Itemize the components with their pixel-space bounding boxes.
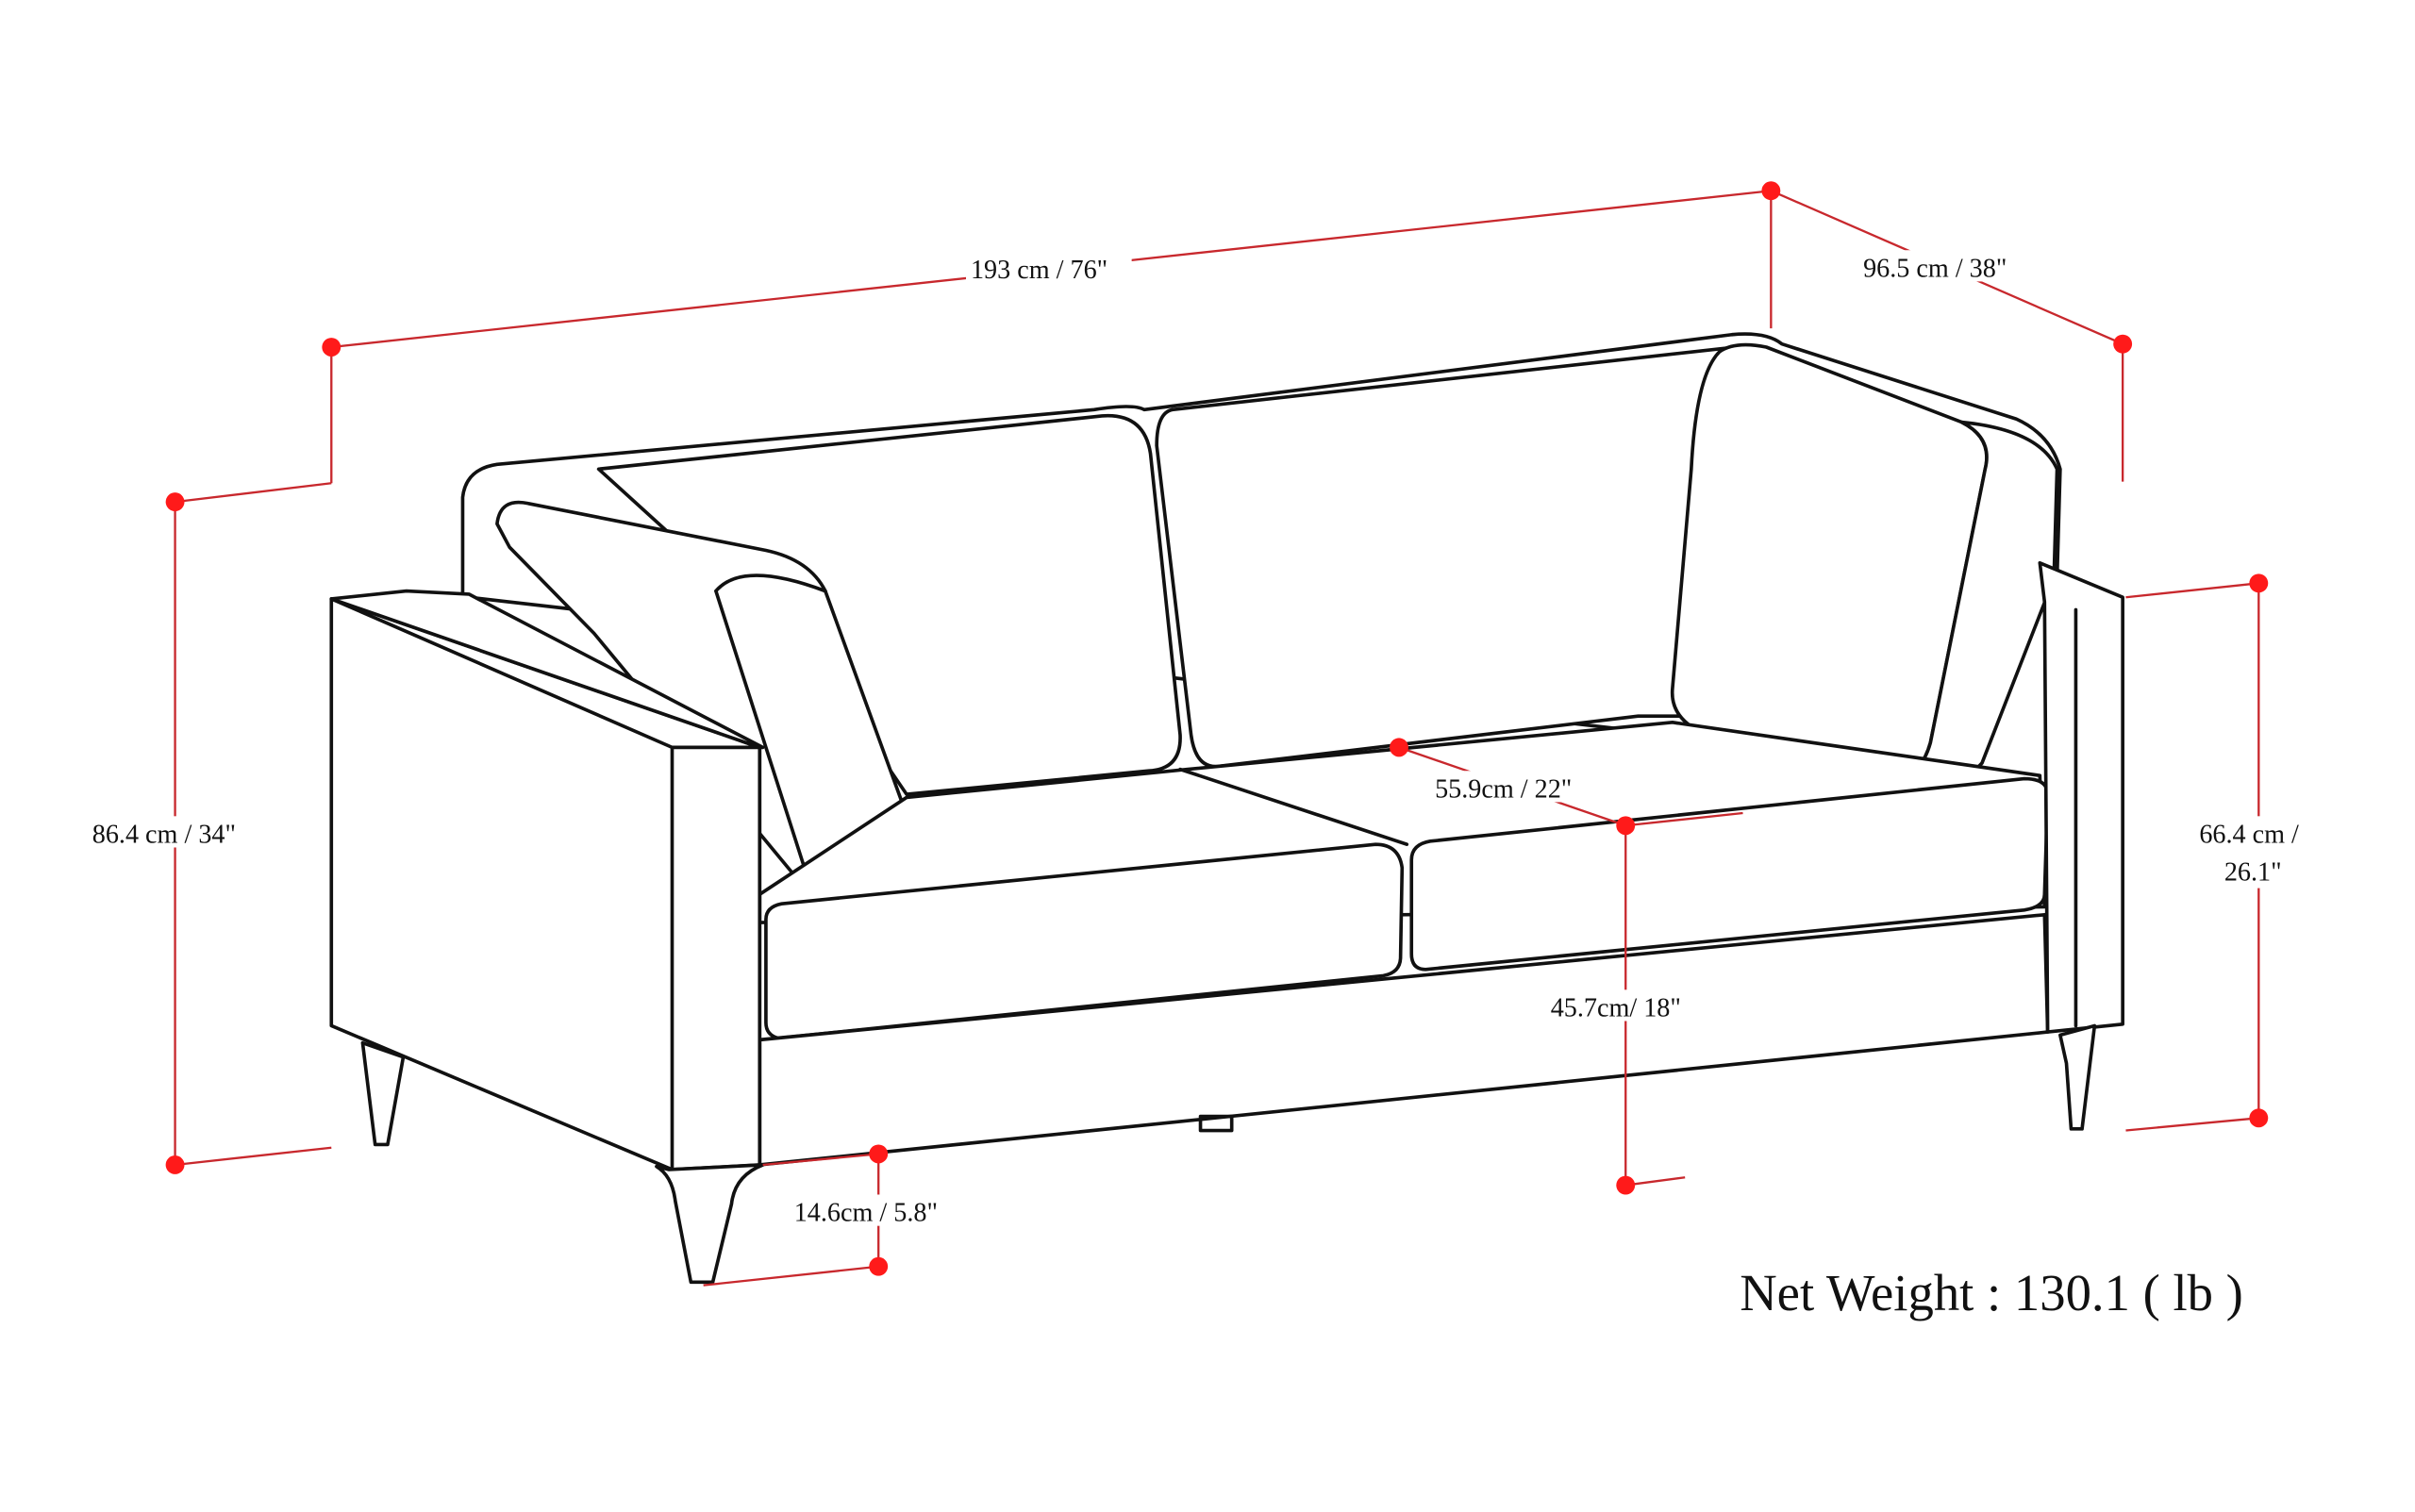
marker-width-left	[322, 338, 341, 357]
leg-front-right	[2058, 1023, 2097, 1131]
marker-arm-bottom	[2249, 1108, 2269, 1128]
dimension-markers	[165, 181, 2269, 1276]
label-seat-height: 45.7cm/ 18"	[1551, 994, 1681, 1023]
leg-height-bottom-ext	[703, 1265, 879, 1287]
marker-depth-back	[2113, 334, 2133, 354]
seat-height-ext	[1625, 1176, 1686, 1187]
marker-leg-bottom	[869, 1256, 889, 1276]
left-pillow-side	[714, 573, 827, 906]
seat-depth-ext	[1625, 811, 1743, 827]
left-arm-face	[670, 745, 762, 1171]
left-back-cushion	[596, 413, 1182, 796]
leg-front-left	[655, 1163, 765, 1285]
sofa-drawing	[329, 332, 2124, 1285]
leg-center	[1198, 1114, 1234, 1133]
net-weight-label: Net Weight : 130.1 ( lb )	[1740, 1264, 2243, 1321]
marker-leg-top	[869, 1144, 889, 1164]
right-seat-cushion	[1409, 776, 2050, 972]
dimension-labels: 193 cm / 76" 96.5 cm / 38" 86.4 cm / 34"…	[87, 250, 2322, 1321]
label-arm-height-2: 26.1"	[2224, 857, 2282, 887]
left-arm-front	[329, 589, 765, 750]
marker-height-bottom	[165, 1155, 185, 1174]
leg-height-top-ext	[762, 1153, 879, 1167]
marker-seat-floor	[1616, 1175, 1636, 1195]
right-arm	[2038, 560, 2124, 1034]
seat-split	[1178, 767, 1409, 846]
label-overall-width: 193 cm / 76"	[971, 256, 1108, 285]
left-seat-cushion	[764, 842, 1405, 1040]
leg-back-left	[360, 1040, 406, 1147]
marker-seat-top	[1616, 816, 1636, 836]
label-overall-depth: 96.5 cm / 38"	[1863, 254, 2007, 283]
marker-width-right	[1761, 181, 1781, 201]
label-arm-height-1: 66.4 cm /	[2199, 820, 2299, 849]
label-overall-height: 86.4 cm / 34"	[92, 820, 236, 849]
marker-height-top	[165, 492, 185, 512]
label-seat-depth: 55.9cm / 22"	[1435, 774, 1572, 804]
marker-seat-depth-front	[1390, 738, 1408, 757]
marker-arm-top	[2249, 573, 2269, 593]
label-leg-height: 14.6cm / 5.8"	[794, 1199, 938, 1228]
left-arm-top-edge	[329, 597, 675, 750]
